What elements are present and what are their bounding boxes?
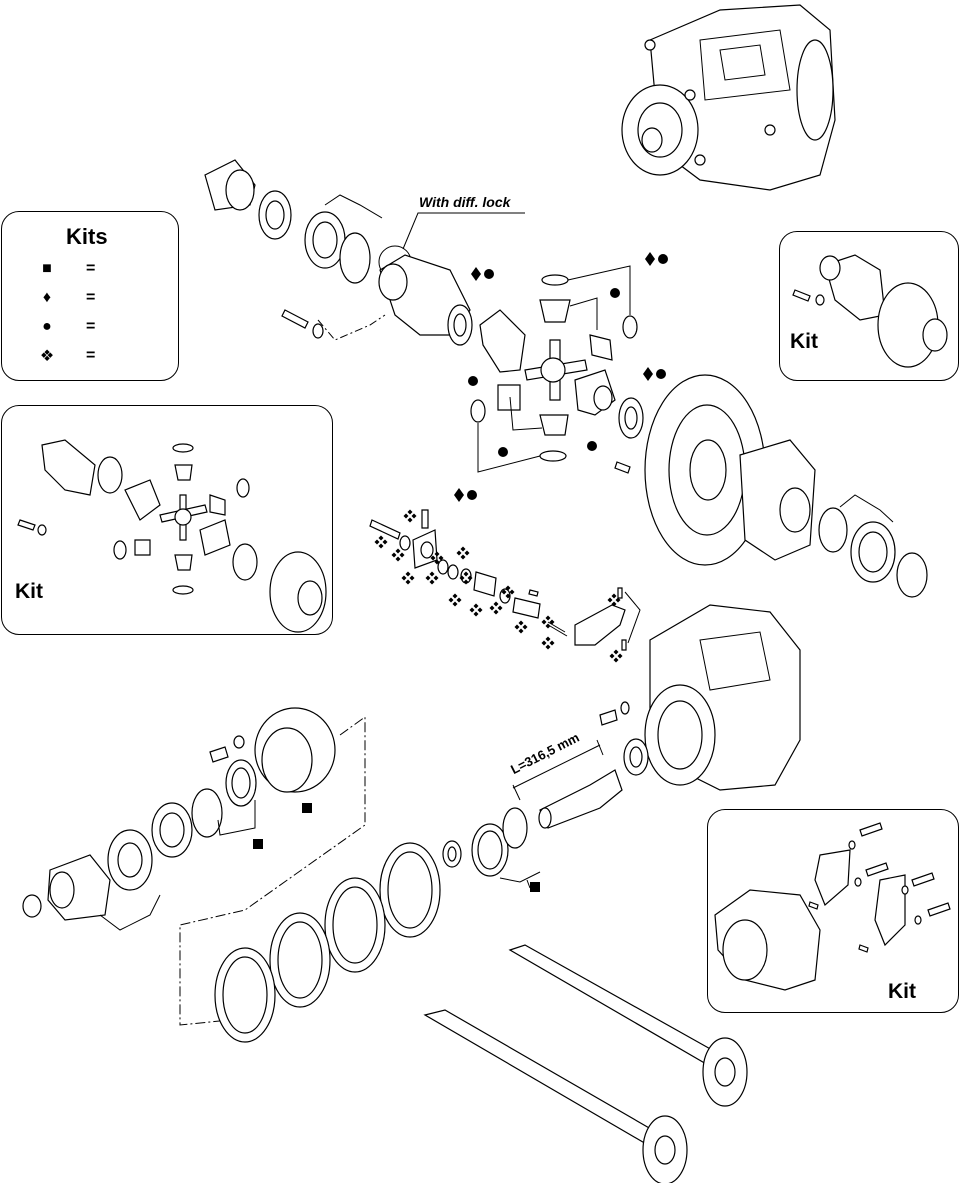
input-flange-parts (204, 159, 383, 284)
legend-row-four-diamond: ❖ = (36, 346, 96, 366)
four-diamond-marker (391, 548, 405, 562)
legend-equals: = (86, 289, 96, 306)
kits-legend (1, 211, 179, 381)
assembled-axle-housing (621, 4, 836, 191)
four-diamond-marker (448, 593, 462, 607)
four-diamond-marker (459, 571, 473, 585)
diff-lock-mechanism (369, 509, 641, 651)
kit-box-bearing-cap (707, 809, 959, 1013)
four-diamond-marker (609, 649, 623, 663)
four-diamond-marker (374, 535, 388, 549)
kit-label-bearing-cap: Kit (888, 980, 916, 1003)
four-diamond-marker (607, 593, 621, 607)
kit-label-diff-gears: Kit (15, 580, 43, 603)
marker-circle (468, 288, 620, 457)
drive-pinion (512, 739, 623, 829)
kit-bearing-cap-drawing (714, 822, 951, 991)
legend-row-circle: ● = (36, 317, 95, 337)
legend-row-square: ■ = (36, 259, 95, 279)
four-diamond-marker (425, 571, 439, 585)
four-diamond-marker (541, 636, 555, 650)
diff-lock-note: With diff. lock (419, 194, 511, 210)
square-icon: ■ (42, 260, 52, 277)
shim-plates (214, 842, 441, 1043)
legend-title: Kits (66, 224, 108, 249)
kit-box-diff-gears (1, 405, 333, 635)
differential-case-half (281, 254, 471, 341)
legend-row-diamond: ♦ = (36, 288, 95, 308)
four-diamond-marker (541, 615, 555, 629)
four-diamond-marker (489, 601, 503, 615)
differential-gear-cluster (447, 265, 644, 474)
legend-equals: = (86, 347, 96, 364)
diamond-icon: ♦ (42, 289, 52, 306)
marker-diamond-circle (454, 252, 668, 502)
four-diamond-marker (501, 585, 515, 599)
legend-equals: = (86, 318, 96, 335)
pinion-bearings (442, 807, 541, 889)
four-diamond-marker (430, 551, 444, 565)
marker-square (253, 803, 540, 892)
kit-diff-case-drawing (792, 254, 948, 368)
four-diamond-marker (403, 509, 417, 523)
pinion-carrier-parts (22, 707, 366, 1026)
circle-icon: ● (42, 318, 52, 335)
axle-shafts (423, 944, 748, 1183)
four-diamond-marker (456, 546, 470, 560)
kit-markers (253, 252, 668, 892)
four-diamond-marker (514, 620, 528, 634)
ring-gear-and-case (644, 374, 928, 598)
marker-four-diamond (374, 509, 623, 663)
legend-equals: = (86, 260, 96, 277)
four-diamond-marker (469, 603, 483, 617)
kit-box-diff-case (779, 231, 959, 381)
four-diamond-marker (401, 571, 415, 585)
kit-label-diff-case: Kit (790, 330, 818, 353)
four-diamond-icon: ❖ (39, 348, 55, 365)
axle-housing (599, 604, 801, 791)
kit-diff-gears-drawing (17, 439, 327, 633)
